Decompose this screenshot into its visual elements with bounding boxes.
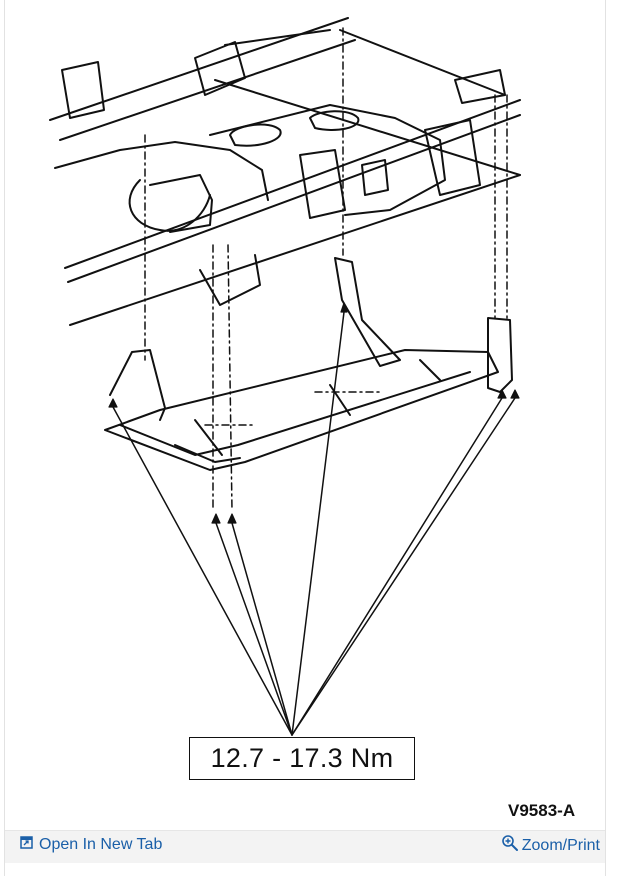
image-frame: [4, 0, 606, 876]
skid-plate: [104, 349, 499, 471]
open-in-new-tab-link[interactable]: Open In New Tab: [20, 836, 162, 854]
figure-id-label: V9583-A: [508, 801, 576, 820]
open-in-new-tab-icon: [20, 836, 33, 854]
magnifier-plus-icon: [501, 834, 519, 857]
bolts: [108, 302, 520, 524]
alignment-lines: [144, 27, 508, 511]
leader-lines: [112, 311, 516, 736]
zoom-print-link[interactable]: Zoom/Print: [501, 834, 600, 857]
image-toolbar: [5, 830, 605, 863]
vehicle-frame: [49, 17, 521, 326]
mount-brackets: [334, 257, 513, 393]
zoom-print-label: Zoom/Print: [521, 836, 600, 854]
open-in-new-tab-label: Open In New Tab: [39, 836, 163, 853]
skid-plate-mounting-diagram: [49, 17, 521, 736]
torque-spec-callout: 12.7 - 17.3 Nm: [189, 737, 415, 780]
